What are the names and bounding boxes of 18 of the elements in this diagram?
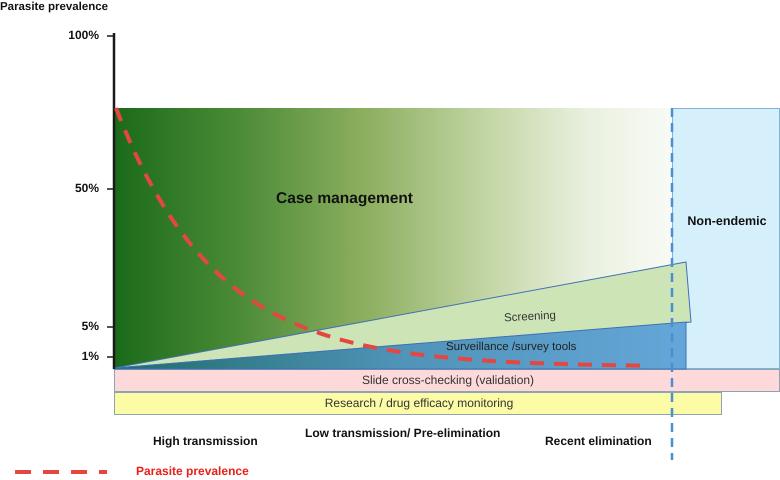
tick-label: 50%: [74, 182, 99, 196]
tick-label: 100%: [68, 29, 99, 43]
band: [114, 369, 780, 392]
region-label: Non-endemic: [687, 214, 767, 228]
band: [114, 392, 722, 415]
region-label: Case management: [276, 190, 413, 208]
wedge-label: Surveillance /survey tools: [446, 341, 576, 354]
wedge-label: Screening: [504, 310, 556, 326]
band-label: Research / drug efficacy monitoring: [324, 397, 514, 411]
tick-label: 5%: [82, 320, 99, 334]
tick-label: 1%: [82, 350, 99, 364]
axis-title: Parasite prevalence: [0, 1, 108, 14]
phase-label: Recent elimination: [545, 435, 652, 449]
legend-label: Parasite prevalence: [136, 465, 249, 479]
band-label: Slide cross-checking (validation): [362, 374, 534, 388]
phase-label: High transmission: [153, 435, 258, 449]
phase-label: Low transmission/ Pre-elimination: [305, 427, 500, 441]
shaded-region: [672, 108, 780, 369]
